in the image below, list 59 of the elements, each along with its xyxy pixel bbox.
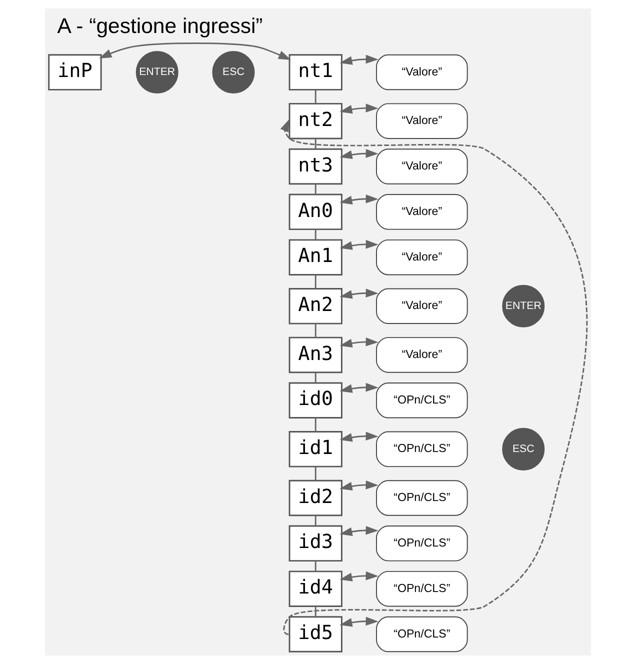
connector [314, 324, 316, 338]
node-box: “OPn/CLS” [376, 431, 468, 468]
arrow [339, 54, 378, 65]
connector [314, 560, 316, 572]
node-box: inP [48, 54, 102, 90]
arrow [98, 42, 291, 60]
node-box: id2 [288, 480, 342, 516]
node-box: id5 [288, 616, 342, 652]
node-box: “OPn/CLS” [376, 616, 468, 652]
arrow [339, 432, 378, 442]
node-box: “Valore” [376, 148, 468, 184]
node-box: id0 [288, 382, 342, 418]
connector [314, 274, 316, 289]
node-box: “Valore” [376, 239, 468, 276]
node-box: “Valore” [376, 54, 468, 90]
connector [314, 418, 316, 432]
connector [314, 606, 316, 617]
connector [314, 138, 316, 150]
label: ENTER [504, 300, 541, 312]
node-box: “OPn/CLS” [376, 382, 468, 418]
node-box: nt2 [288, 102, 342, 140]
node-box: nt3 [288, 148, 342, 185]
node-box: “OPn/CLS” [376, 570, 468, 607]
arrow [339, 149, 378, 160]
arrow [339, 240, 378, 250]
label: ESC [222, 66, 244, 78]
node-box: “OPn/CLS” [376, 526, 468, 562]
connector [314, 229, 316, 240]
arrow [339, 616, 378, 627]
diagram-title: A - “gestione ingressi” [56, 14, 262, 38]
connector [314, 515, 316, 526]
node-box: “Valore” [376, 288, 468, 324]
node-box: An2 [288, 288, 342, 324]
connector [314, 184, 316, 194]
node-box: “Valore” [376, 103, 468, 139]
arrow [339, 480, 378, 491]
arrow [339, 288, 378, 299]
node-box: An0 [288, 194, 342, 230]
node-box: An1 [288, 239, 342, 276]
connector [314, 372, 316, 383]
node-box: id3 [288, 525, 342, 562]
node-box: “Valore” [376, 337, 468, 373]
label: ENTER [138, 66, 175, 78]
arrow [339, 571, 378, 582]
arrow [339, 104, 378, 114]
node-box: id4 [288, 570, 342, 607]
node-box: nt1 [288, 54, 342, 90]
label: ESC [512, 442, 534, 455]
node-box: An3 [288, 336, 342, 374]
arrow [339, 382, 378, 393]
node-box: “OPn/CLS” [376, 480, 468, 516]
arrow [339, 338, 378, 348]
arrow [339, 526, 378, 536]
node-box: “Valore” [376, 194, 468, 230]
node-box: id1 [288, 431, 342, 468]
connector [314, 90, 316, 104]
arrow [280, 119, 587, 635]
arrow [339, 194, 378, 204]
connector [314, 466, 316, 480]
